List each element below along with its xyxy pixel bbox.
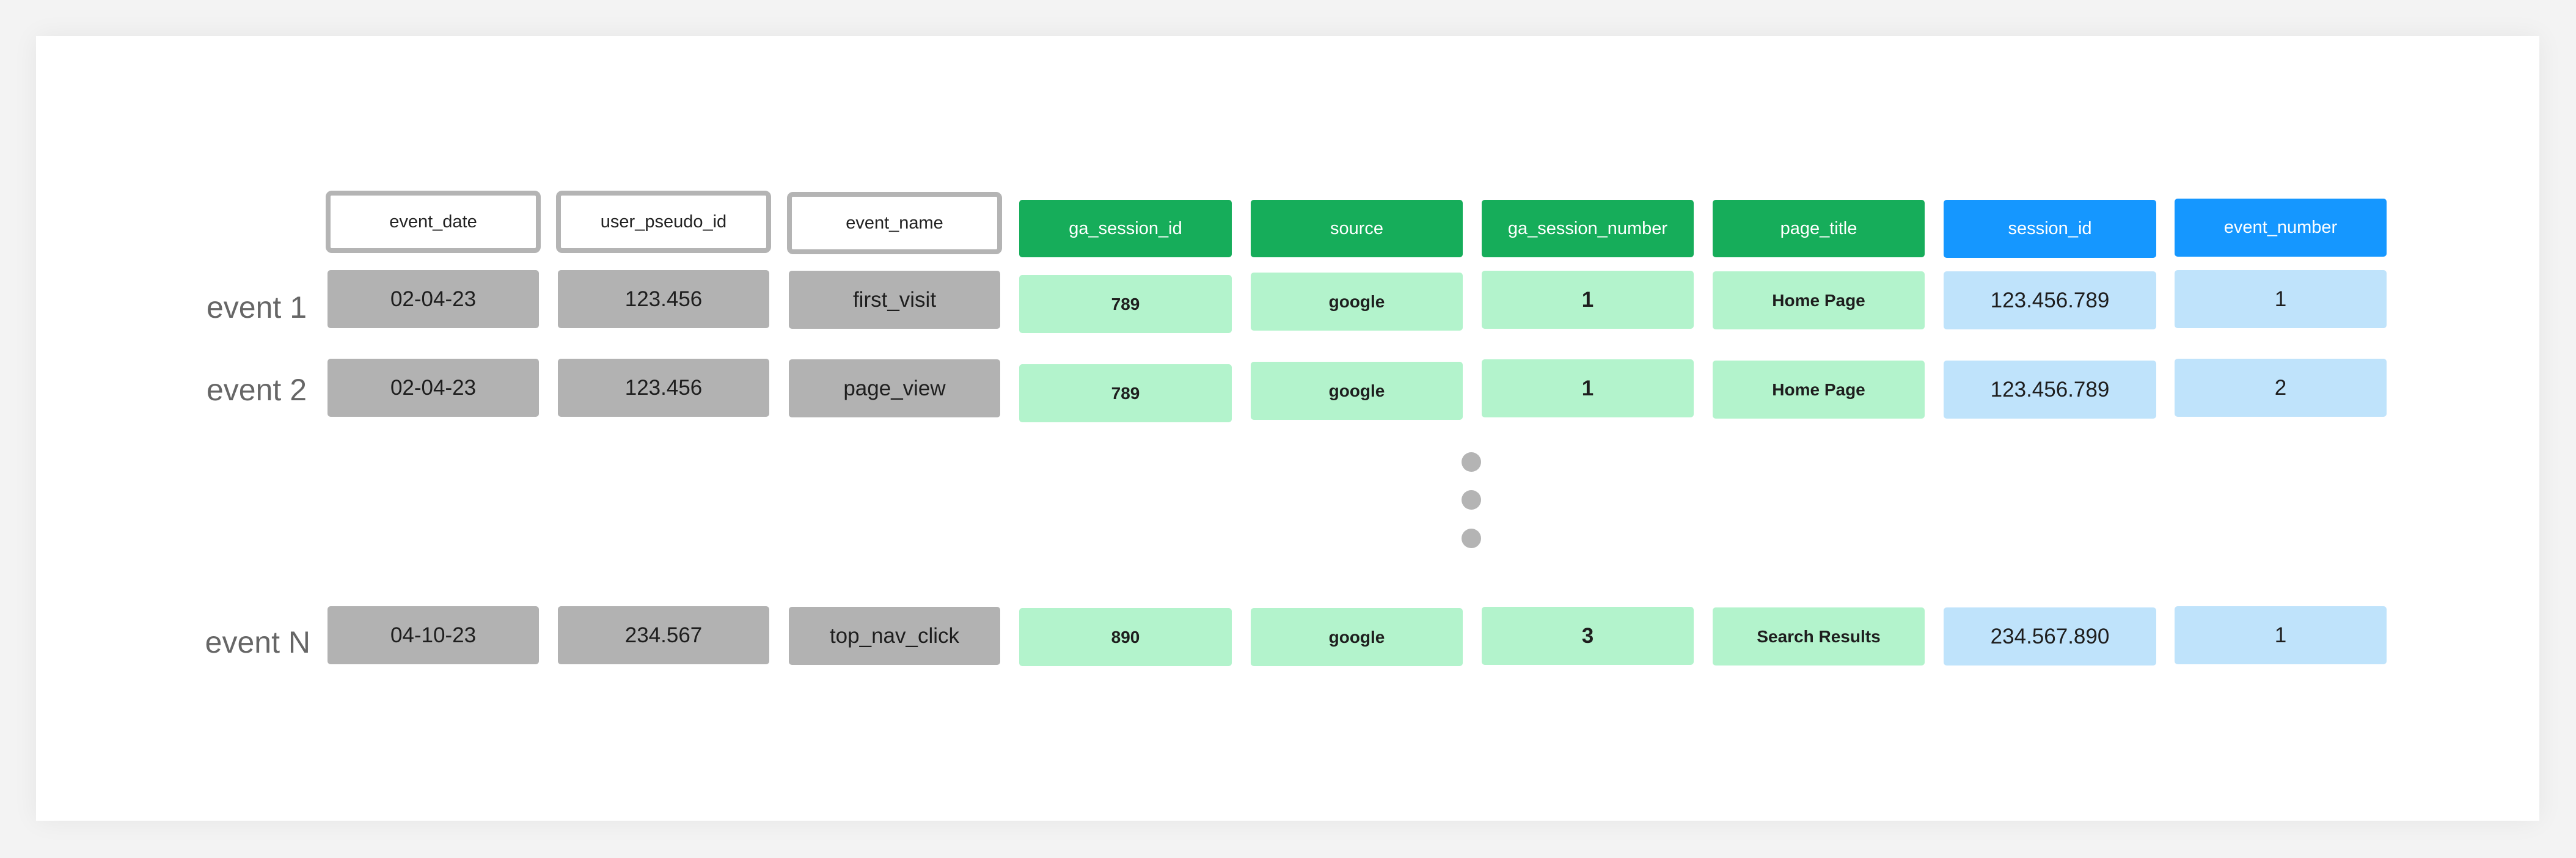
row-label-event-2: event 2 [206, 373, 307, 407]
cell-event-date: 04-10-23 [327, 606, 539, 664]
ellipsis-dot [1462, 490, 1481, 510]
cell-ga-session-number: 3 [1482, 607, 1694, 665]
header-ga-session-number: ga_session_number [1482, 200, 1694, 257]
header-page-title: page_title [1713, 200, 1925, 257]
diagram-canvas [36, 36, 2539, 821]
cell-event-name: first_visit [789, 271, 1000, 329]
header-event-name: event_name [787, 192, 1002, 254]
cell-ga-session-id: 890 [1019, 608, 1232, 666]
cell-source: google [1251, 608, 1463, 666]
cell-event-number: 1 [2175, 606, 2387, 664]
cell-event-name: top_nav_click [789, 607, 1000, 665]
cell-source: google [1251, 273, 1463, 331]
header-user-pseudo-id: user_pseudo_id [556, 191, 771, 253]
row-label-event-n: event N [205, 625, 310, 659]
cell-event-name: page_view [789, 359, 1000, 417]
cell-ga-session-number: 1 [1482, 359, 1694, 417]
cell-ga-session-id: 789 [1019, 275, 1232, 333]
cell-page-title: Search Results [1713, 607, 1925, 666]
header-event-date: event_date [326, 191, 541, 253]
cell-session-id: 234.567.890 [1944, 607, 2156, 666]
cell-page-title: Home Page [1713, 271, 1925, 329]
header-ga-session-id: ga_session_id [1019, 200, 1232, 257]
cell-page-title: Home Page [1713, 361, 1925, 419]
cell-session-id: 123.456.789 [1944, 271, 2156, 329]
header-session-id: session_id [1944, 200, 2156, 258]
cell-ga-session-number: 1 [1482, 271, 1694, 329]
header-event-number: event_number [2175, 199, 2387, 257]
cell-event-date: 02-04-23 [327, 359, 539, 417]
ellipsis-dot [1462, 529, 1481, 548]
cell-source: google [1251, 362, 1463, 420]
header-source: source [1251, 200, 1463, 257]
ellipsis-dot [1462, 452, 1481, 472]
row-label-event-1: event 1 [206, 290, 307, 324]
cell-ga-session-id: 789 [1019, 364, 1232, 422]
cell-user-pseudo-id: 123.456 [558, 359, 769, 417]
cell-event-number: 2 [2175, 359, 2387, 417]
cell-session-id: 123.456.789 [1944, 361, 2156, 419]
cell-user-pseudo-id: 123.456 [558, 270, 769, 328]
cell-user-pseudo-id: 234.567 [558, 606, 769, 664]
cell-event-number: 1 [2175, 270, 2387, 328]
cell-event-date: 02-04-23 [327, 270, 539, 328]
